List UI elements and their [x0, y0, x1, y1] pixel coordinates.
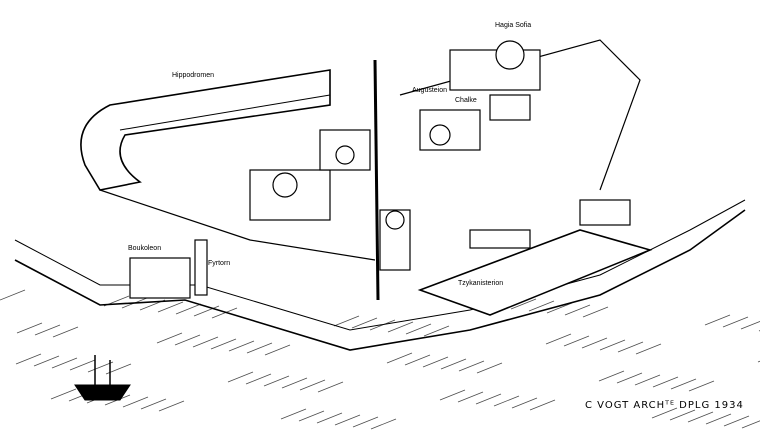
- sea-stroke: [458, 360, 485, 372]
- sea-stroke: [299, 379, 326, 391]
- sea-stroke: [228, 340, 255, 352]
- sea-stroke: [34, 324, 61, 336]
- sea-stroke: [440, 358, 467, 370]
- label-hagia-sofia: Hagia Sofia: [495, 22, 532, 29]
- sea-stroke: [245, 373, 272, 385]
- sea-stroke: [316, 412, 343, 424]
- sea-stroke: [156, 332, 183, 344]
- sea-stroke: [264, 344, 291, 356]
- sea-stroke: [211, 307, 238, 319]
- sea-stroke: [16, 322, 43, 334]
- sea-stroke: [511, 397, 538, 409]
- sea-stroke: [50, 388, 77, 400]
- sea-stroke: [386, 352, 413, 364]
- sea-stroke: [529, 399, 556, 411]
- sea-stroke: [351, 317, 378, 329]
- sea-stroke: [581, 337, 608, 349]
- sea-stroke: [422, 356, 449, 368]
- sea-stroke: [598, 370, 625, 382]
- tzykanisterion-field: [417, 229, 653, 316]
- label-hippodrome: Hippodromen: [172, 72, 215, 79]
- sea-stroke: [704, 314, 731, 326]
- sea-stroke: [0, 289, 26, 301]
- sea-stroke: [651, 407, 678, 419]
- sea-stroke: [688, 380, 715, 392]
- sea-stroke: [52, 326, 79, 338]
- sea-stroke: [457, 391, 484, 403]
- sea-stroke: [493, 395, 520, 407]
- sea-stroke: [617, 341, 644, 353]
- sea-stroke: [404, 354, 431, 366]
- sea-stroke: [563, 335, 590, 347]
- sea-stroke: [723, 415, 750, 427]
- sea-stroke: [528, 300, 555, 312]
- sea-stroke: [281, 377, 308, 389]
- sea-stroke: [705, 413, 732, 425]
- sea-stroke: [193, 305, 220, 317]
- sea-stroke: [669, 409, 696, 421]
- sea-stroke: [317, 381, 344, 393]
- sea-stroke: [740, 320, 760, 330]
- sea-stroke: [616, 372, 643, 384]
- central-line: [373, 59, 380, 301]
- sea-stroke: [599, 339, 626, 351]
- sea-stroke: [634, 374, 661, 386]
- outer-wall: [14, 209, 746, 351]
- label-tzykanisterion: Tzykanisterion: [458, 280, 504, 287]
- sea-stroke: [175, 303, 202, 315]
- sea-stroke: [635, 343, 662, 355]
- sea-stroke: [122, 396, 149, 408]
- buildings: [129, 40, 631, 299]
- ship: [74, 355, 131, 401]
- sea-stroke: [263, 375, 290, 387]
- sea-stroke: [510, 298, 537, 310]
- sea-stroke: [246, 342, 273, 354]
- sea-stroke: [174, 334, 201, 346]
- sea-stroke: [405, 323, 432, 335]
- label-augusteion: Augusteion: [412, 87, 448, 94]
- sea-stroke: [387, 321, 414, 333]
- sea-stroke: [33, 355, 60, 367]
- sea-stroke: [158, 400, 185, 412]
- sea-stroke: [564, 304, 591, 316]
- sea-stroke: [210, 338, 237, 350]
- sea-stroke: [352, 416, 379, 428]
- sea-stroke: [475, 393, 502, 405]
- sea-stroke: [370, 418, 397, 430]
- sea-stroke: [51, 357, 78, 369]
- sea-stroke: [652, 376, 679, 388]
- sea-hatching: [0, 289, 760, 430]
- label-chalke: Chalke: [455, 97, 477, 104]
- sea-stroke: [687, 411, 714, 423]
- sea-stroke: [15, 353, 42, 365]
- sea-stroke: [722, 316, 749, 328]
- sea-stroke: [140, 398, 167, 410]
- sea-stroke: [546, 302, 573, 314]
- sea-stroke: [670, 378, 697, 390]
- label-lighthouse: Fyrtorn: [208, 260, 231, 267]
- sea-stroke: [333, 315, 360, 327]
- label-boukoleon: Boukoleon: [128, 245, 162, 252]
- sea-stroke: [476, 362, 503, 374]
- sea-stroke: [582, 306, 609, 318]
- sea-stroke: [439, 389, 466, 401]
- sea-stroke: [87, 361, 114, 373]
- sea-stroke: [741, 420, 760, 429]
- sea-stroke: [298, 410, 325, 422]
- sea-stroke: [69, 359, 96, 371]
- sea-stroke: [192, 336, 219, 348]
- sea-stroke: [545, 333, 572, 345]
- sea-stroke: [280, 408, 307, 420]
- sea-stroke: [334, 414, 361, 426]
- sea-stroke: [157, 301, 184, 313]
- artist-signature: C VOGT ARCHᵀᴱ DPLG 1934: [585, 400, 744, 411]
- sea-stroke: [423, 325, 450, 337]
- sea-stroke: [227, 371, 254, 383]
